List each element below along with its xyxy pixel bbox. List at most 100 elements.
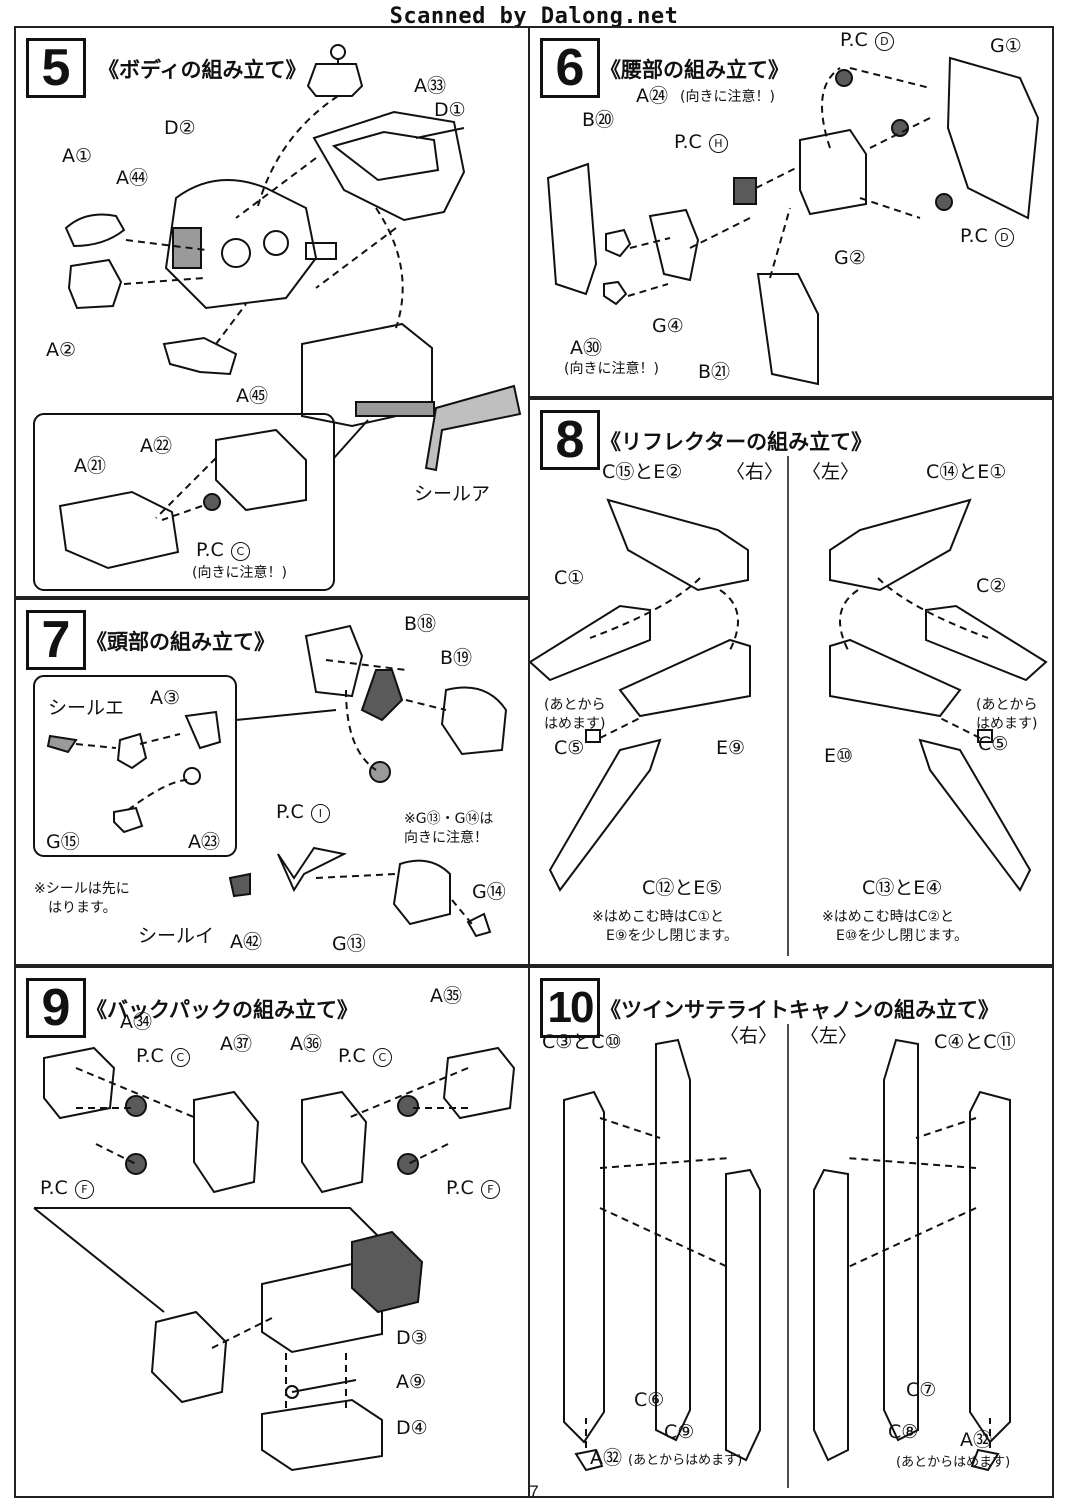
- head-assembly-illustration: [33, 624, 508, 938]
- step-number: 6: [540, 38, 600, 98]
- step-10-panel: 10 《ツインサテライトキャノンの組み立て》 〈右〉 〈左〉 C③とC⑩ C④と…: [528, 966, 1054, 1498]
- label-pc-c: P.C C: [196, 540, 250, 561]
- label-b21: B㉑: [698, 361, 731, 383]
- label-a30: A㉚: [570, 337, 602, 359]
- label-c13-e4: C⑬とE④: [862, 877, 943, 899]
- label-g1: G①: [990, 35, 1022, 57]
- step-number: 7: [26, 610, 86, 670]
- circled-letter: C: [170, 1048, 190, 1067]
- step-9-panel: 9 《バックパックの組み立て》 A㉞ P.C C A㊲ A㊱ P.C C A㉟ …: [14, 966, 530, 1498]
- step-title: 《リフレクターの組み立て》: [600, 430, 873, 454]
- body-assembly-illustration: [33, 44, 522, 591]
- label-e10: E⑩: [824, 745, 854, 767]
- label-a24-note: (向きに注意！): [680, 89, 775, 105]
- label-g13: G⑬: [332, 933, 366, 955]
- label-a30-note: (向きに注意！): [564, 361, 659, 377]
- label-pc-c-right: P.C C: [338, 1046, 392, 1067]
- label-pc-i: P.C I: [276, 802, 330, 823]
- note-seal-first: ※シールは先にはります。: [34, 881, 130, 916]
- label-a45: A㊺: [236, 385, 268, 407]
- label-b18: B⑱: [404, 613, 437, 635]
- label-c3-c10: C③とC⑩: [542, 1031, 622, 1053]
- step-7-panel: 7 《頭部の組み立て》 B⑱ B⑲ シールエ A③ G⑮ A㉓: [14, 598, 530, 966]
- label-a32-right-note: (あとからはめます): [896, 1455, 1011, 1470]
- label-c14-e1: C⑭とE①: [926, 461, 1007, 483]
- label-b19: B⑲: [440, 647, 473, 669]
- label-c5-left: C⑤: [554, 737, 585, 759]
- label-pc-d-top: P.C D: [840, 30, 894, 51]
- label-right: 〈右〉: [720, 1025, 778, 1047]
- note-g13-g14: ※G⑬・G⑭は向きに注意！: [404, 811, 494, 846]
- page-number: 7: [529, 1482, 539, 1501]
- step-number: 10: [540, 978, 600, 1038]
- label-c12-e5: C⑫とE⑤: [642, 877, 723, 899]
- label-c7: C⑦: [906, 1379, 937, 1401]
- reflector-assembly-illustration: [530, 456, 1048, 956]
- step-5-panel: 5 《ボディの組み立て》: [14, 26, 530, 598]
- label-d3: D③: [396, 1327, 428, 1349]
- label-g2: G②: [834, 247, 866, 269]
- circled-letter: F: [74, 1180, 94, 1199]
- label-c15-e2: C⑮とE②: [602, 461, 683, 483]
- circled-letter: D: [874, 32, 894, 51]
- label-e9: E⑨: [716, 737, 746, 759]
- label-a37: A㊲: [220, 1033, 252, 1055]
- label-left: 〈左〉: [800, 1025, 858, 1047]
- label-b20: B⑳: [582, 109, 615, 131]
- label-g14: G⑭: [472, 881, 506, 903]
- label-pc-c-note: (向きに注意！): [192, 565, 287, 581]
- label-a32-right: A㉜: [960, 1429, 992, 1451]
- label-seal-e: シールエ: [48, 697, 125, 719]
- label-d1: D①: [434, 99, 466, 121]
- waist-assembly-illustration: [546, 56, 1040, 386]
- label-a44: A㊹: [116, 167, 148, 189]
- note-later-left: (あとからはめます): [544, 697, 606, 732]
- label-c1: C①: [554, 567, 585, 589]
- label-c2: C②: [976, 575, 1007, 597]
- step-title: 《腰部の組み立て》: [600, 58, 789, 82]
- label-a24: A㉔: [636, 85, 668, 107]
- label-seal-a: シールア: [414, 483, 491, 505]
- label-a34: A㉞: [120, 1011, 152, 1033]
- label-pc-h: P.C H: [674, 132, 728, 153]
- twin-satellite-cannon-illustration: [563, 1024, 1011, 1488]
- label-c4-c11: C④とC⑪: [934, 1031, 1016, 1053]
- label-a3: A③: [150, 687, 181, 709]
- label-d2: D②: [164, 117, 196, 139]
- label-a32-left: A㉜ (あとからはめます): [590, 1447, 743, 1469]
- circled-letter: C: [230, 542, 250, 561]
- label-a2: A②: [46, 339, 77, 361]
- watermark: Scanned by Dalong.net: [389, 4, 679, 29]
- label-a36: A㊱: [290, 1033, 322, 1055]
- label-pc-f-right: P.C F: [446, 1178, 500, 1199]
- label-c8: C⑧: [888, 1421, 919, 1443]
- label-pc-c-left: P.C C: [136, 1046, 190, 1067]
- step-8-panel: 8 《リフレクターの組み立て》 C⑮とE② 〈右〉 〈左〉 C⑭とE① C① C…: [528, 398, 1054, 966]
- label-g4: G④: [652, 315, 684, 337]
- label-pc-f-left: P.C F: [40, 1178, 94, 1199]
- label-a33: A㉝: [414, 75, 446, 97]
- label-g15: G⑮: [46, 831, 80, 853]
- circled-letter: H: [708, 134, 728, 153]
- step-6-panel: 6 《腰部の組み立て》 P.C D G① A㉔ (向きに注意！) B⑳ P.C …: [528, 26, 1054, 398]
- circled-letter: I: [310, 804, 330, 823]
- step-number: 9: [26, 978, 86, 1038]
- label-a21: A㉑: [74, 455, 106, 477]
- circled-letter: F: [480, 1180, 500, 1199]
- label-a1: A①: [62, 145, 93, 167]
- step-title: 《ツインサテライトキャノンの組み立て》: [600, 998, 999, 1022]
- circled-letter: C: [372, 1048, 392, 1067]
- step-number: 8: [540, 410, 600, 470]
- label-pc-d-right: P.C D: [960, 226, 1014, 247]
- label-d4: D④: [396, 1417, 428, 1439]
- label-right: 〈右〉: [726, 461, 784, 483]
- step-title: 《バックパックの組み立て》: [86, 998, 358, 1022]
- label-seal-i: シールイ: [138, 925, 215, 947]
- circled-letter: D: [994, 228, 1014, 247]
- label-c9: C⑨: [664, 1421, 695, 1443]
- label-c5-right: C⑤: [978, 733, 1009, 755]
- label-a22: A㉒: [140, 435, 172, 457]
- step-number: 5: [26, 38, 86, 98]
